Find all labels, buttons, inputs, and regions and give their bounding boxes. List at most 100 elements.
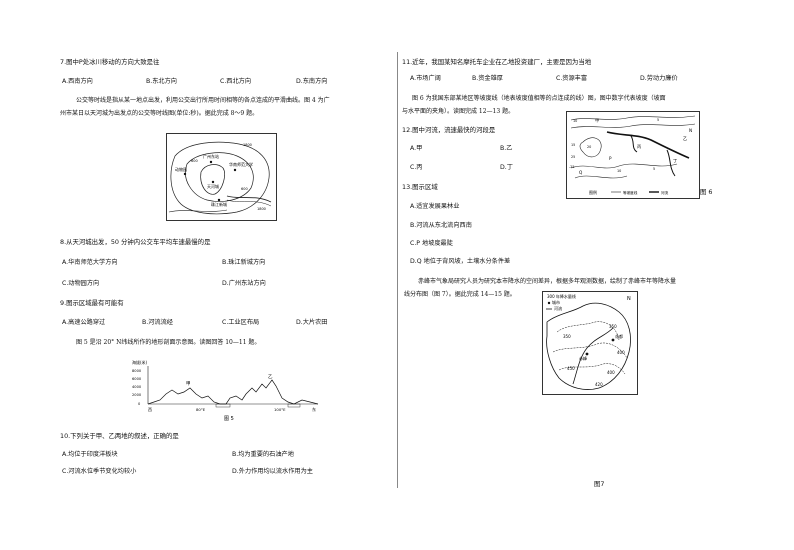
fig7-city-huadu: 花都 <box>615 333 623 339</box>
fig6-number-2: 5 <box>657 118 659 122</box>
q7-option-b[interactable]: B.东北方向 <box>146 78 177 85</box>
fig5-ytick-8000: 8000 <box>132 369 142 373</box>
fig7-number-4: 450 <box>567 366 575 371</box>
fig4-label-zhujiang: 珠江新城 <box>211 201 227 207</box>
fig6-number-5: 20 <box>587 145 591 149</box>
fig4-contour-1800-a: 1800 <box>243 143 252 147</box>
fig4-contour-1800-b: 1800 <box>257 207 266 211</box>
q10-option-d[interactable]: D.外力作用均以流水作用为主 <box>232 468 313 475</box>
q9-option-a[interactable]: A.高速公路穿过 <box>62 319 106 326</box>
q10-option-b[interactable]: B.均为重要的石油产地 <box>232 451 294 458</box>
intro-12-13-line2: 与水平面的夹角）。读图完成 12—13 题。 <box>402 108 515 115</box>
fig5-xtick-80e: 80°E <box>196 407 206 412</box>
fig6-label-q: Q <box>579 170 583 175</box>
figure-4-isochrone-map: 广州东站 华南师范大学 动物园 天河城 珠江新城 1800 1800 600 6… <box>166 133 277 221</box>
fig7-number-3: 400 <box>617 350 625 355</box>
fig4-label-zoo: 动物园 <box>175 166 187 172</box>
q7-option-c[interactable]: C.西北方向 <box>220 78 252 85</box>
figure-7-precipitation-map: 300 年降水量线 城市 河流 N 350 350 400 450 400 42… <box>542 291 638 395</box>
q10-option-a[interactable]: A.均位于印度洋板块 <box>62 451 118 458</box>
q12-option-b[interactable]: B.乙 <box>500 145 513 152</box>
fig6-number-4: 25 <box>571 155 575 159</box>
q8-option-a[interactable]: A.华南师范大学方向 <box>62 259 118 266</box>
fig5-ytick-4000: 4000 <box>132 385 142 389</box>
intro-14-15-line1: 赤峰市气象局研究人员为研究本市降水的空间差异，根据多年观测数据，绘制了赤峰市年等… <box>418 278 677 285</box>
fig5-ytick-2000: 2000 <box>132 393 142 397</box>
q8-stem: 8.从天河城出发，50 分钟内公交车平均车速最慢的是 <box>60 238 211 246</box>
fig6-number-6: -25 <box>569 165 575 169</box>
fig5-caption: 图 5 <box>224 416 234 422</box>
intro-8-9-line1: 公交等时线是指从某一地点出发，利用公交出行所用时间相等的各点连成的平滑曲线。图 … <box>76 97 330 104</box>
q7-stem: 7.图中P处冰川移动的方向大致是往 <box>60 58 160 66</box>
q7-option-a[interactable]: A.西南方向 <box>62 78 93 85</box>
q11-option-c[interactable]: C.资源丰富 <box>556 75 588 82</box>
fig5-west: 西 <box>148 407 152 412</box>
fig7-legend-title: 300 年降水量线 <box>547 293 576 299</box>
fig7-legend-river: 河流 <box>554 305 562 311</box>
fig6-label-yi: 乙 <box>683 135 687 141</box>
q10-option-c[interactable]: C.河流水位季节变化均较小 <box>62 468 137 475</box>
q7-option-d[interactable]: D.东南方向 <box>296 78 328 85</box>
fig4-label-guangzhou-east: 广州东站 <box>203 153 219 159</box>
fig6-legend-contour: 等坡度线 <box>623 190 638 195</box>
fig7-legend-city: 城市 <box>552 299 560 305</box>
fig6-label-ding: 丁 <box>673 158 677 163</box>
fig6-number-8: 5 <box>653 167 655 171</box>
q13-stem: 13.图示区域 <box>402 183 438 191</box>
fig6-number-7: 10 <box>617 169 621 173</box>
q13-option-a[interactable]: A.适宜发展果林业 <box>410 203 460 210</box>
intro-14-15-line2: 线分布图（图 7）。据此完成 14—15 题。 <box>404 291 516 298</box>
fig5-xtick-100e: 100°E <box>274 407 286 412</box>
q8-option-c[interactable]: C.动物园方向 <box>62 280 100 287</box>
q11-option-a[interactable]: A.市场广阔 <box>410 75 441 82</box>
fig6-number-3: 15 <box>571 143 575 147</box>
fig6-legend-river: 河流 <box>661 190 669 195</box>
q12-option-c[interactable]: C.丙 <box>410 164 423 171</box>
fig7-north: N <box>627 296 631 302</box>
fig6-number-1: 10 <box>573 119 577 123</box>
fig7-number-2: 350 <box>563 334 571 339</box>
fig7-caption: 图7 <box>594 480 605 488</box>
fig7-city-chifeng: 赤峰 <box>579 355 587 361</box>
column-divider <box>397 52 398 488</box>
intro-12-13-line1: 图 6 为我国东部某地区等坡度线（地表坡度值相等的点连成的线）图，图中数字代表坡… <box>412 95 666 102</box>
fig7-number-1: 350 <box>609 324 617 329</box>
fig6-label-p: P <box>609 156 612 161</box>
figure-6-slope-map: 甲 乙 丙 丁 P Q N 10 5 15 25 20 -25 10 5 图例 … <box>566 111 700 199</box>
q9-option-b[interactable]: B.河流流经 <box>142 319 173 326</box>
q11-stem: 11.近年，我国某知名摩托车企业在乙地投资建厂，主要是因为当地 <box>402 58 592 66</box>
q10-stem: 10.下列关于甲、乙两地的叙述，正确的是 <box>60 432 179 440</box>
intro-8-9-line2: 州市某日以天河城为出发点的公交等时线图(单位:秒)。据此完成 8～9 题。 <box>60 110 259 117</box>
fig6-north: N <box>689 128 692 133</box>
q9-stem: 9.图示区域最有可能有 <box>60 299 124 307</box>
fig4-label-scnu: 华南师范大学 <box>229 161 253 167</box>
q11-option-b[interactable]: B.资金雄厚 <box>472 75 503 82</box>
fig6-label-bing: 丙 <box>637 144 641 150</box>
fig7-number-5: 400 <box>607 370 615 375</box>
q11-option-d[interactable]: D.劳动力廉价 <box>640 75 678 82</box>
fig5-ylabel: 海拔(米) <box>132 359 148 365</box>
q13-option-c[interactable]: C.P 地坡度最陡 <box>410 240 453 247</box>
fig5-ytick-6000: 6000 <box>132 377 142 381</box>
q13-option-d[interactable]: D.Q 地位于背风坡，土壤水分条件差 <box>410 258 511 265</box>
q12-option-a[interactable]: A.甲 <box>410 145 423 152</box>
fig6-legend-prefix: 图例 <box>589 189 597 195</box>
q8-option-b[interactable]: B.珠江新城方向 <box>222 259 266 266</box>
fig5-east: 东 <box>312 406 316 412</box>
figure-5-terrain-profile: 海拔(米) 8000 6000 4000 2000 0 甲 乙 80°E 100… <box>126 358 322 424</box>
intro-10-11: 图 5 是沿 20° N纬线所作的地形剖面示意图。读图回答 10—11 题。 <box>76 339 261 346</box>
fig6-caption: 图 6 <box>700 188 713 196</box>
fig4-label-tianhe: 天河城 <box>207 183 219 189</box>
fig6-label-jia: 甲 <box>595 118 599 124</box>
q9-option-d[interactable]: D.大片农田 <box>296 319 328 326</box>
q8-option-d[interactable]: D.广州东站方向 <box>222 280 266 287</box>
fig5-ytick-0: 0 <box>138 402 141 406</box>
q12-option-d[interactable]: D.丁 <box>500 164 513 171</box>
fig4-contour-600-a: 600 <box>191 159 198 163</box>
fig4-contour-600-b: 600 <box>241 187 248 191</box>
fig5-point-jia: 甲 <box>186 381 191 387</box>
q13-option-b[interactable]: B.河流从东北流向西南 <box>410 222 472 229</box>
fig5-point-yi: 乙 <box>268 373 273 380</box>
q12-stem: 12.图中河流，流速最快的河段是 <box>402 126 496 134</box>
q9-option-c[interactable]: C.工业区布局 <box>222 319 260 326</box>
